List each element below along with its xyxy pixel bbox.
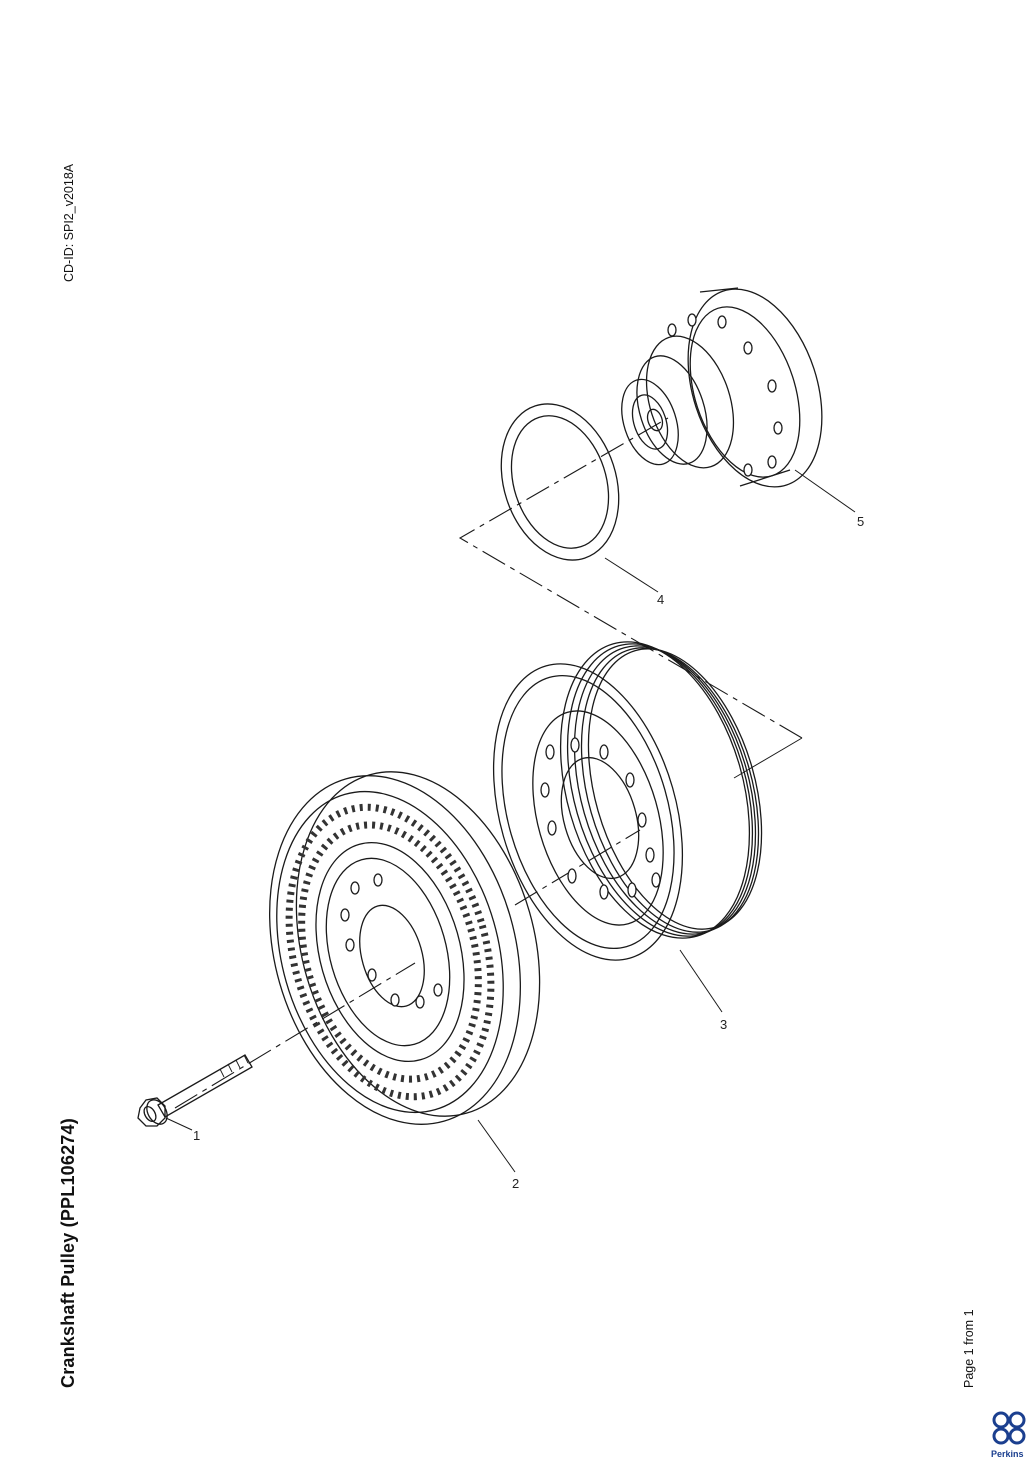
part-4-washer bbox=[500, 403, 659, 593]
callout-1: 1 bbox=[193, 1128, 200, 1143]
callout-labels: 1 2 3 4 5 bbox=[193, 514, 864, 1191]
callout-2: 2 bbox=[512, 1176, 519, 1191]
part-2-damper bbox=[268, 771, 541, 1173]
part-1-bolt bbox=[137, 1054, 253, 1131]
callout-4: 4 bbox=[657, 592, 664, 607]
part-5-hub bbox=[621, 287, 856, 513]
callout-5: 5 bbox=[857, 514, 864, 529]
brand-name: Perkins bbox=[991, 1449, 1024, 1459]
assembly-centerline bbox=[174, 417, 803, 1109]
perkins-logo-icon bbox=[992, 1411, 1026, 1445]
part-3-pulley bbox=[492, 641, 803, 1013]
callout-3: 3 bbox=[720, 1017, 727, 1032]
